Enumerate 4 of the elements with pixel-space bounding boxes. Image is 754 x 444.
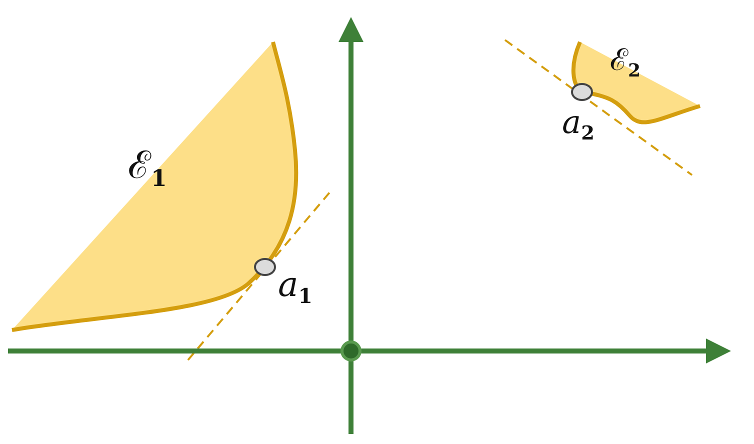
math-label: ℰ$_{1}$ bbox=[128, 146, 167, 191]
math-label: a$_{1}$ bbox=[278, 268, 312, 307]
math-label: ℰ$_{2}$ bbox=[610, 46, 641, 80]
math-label: a$_{2}$ bbox=[562, 106, 594, 143]
